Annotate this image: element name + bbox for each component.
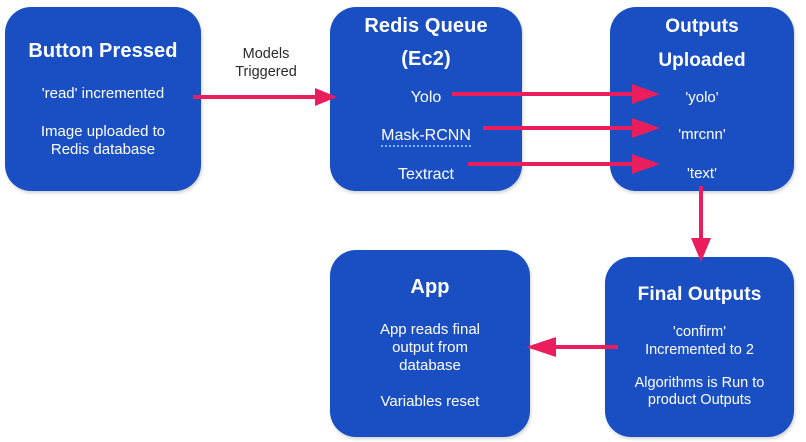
node-item-mrcnn-output: 'mrcnn' bbox=[678, 126, 726, 144]
node-item-yolo: Yolo bbox=[410, 88, 442, 106]
node-line-read-incremented: 'read' incremented bbox=[41, 84, 165, 102]
node-line-variables-reset: Variables reset bbox=[380, 393, 480, 410]
node-line-app-reads-final: App reads final bbox=[379, 321, 481, 338]
node-line-image-uploaded: Image uploaded to bbox=[40, 122, 166, 140]
node-line-output-from: output from bbox=[392, 339, 468, 356]
node-item-mask-rcnn: Mask-RCNN bbox=[381, 126, 471, 147]
edge-label-line-2: Triggered bbox=[235, 63, 297, 80]
node-line-redis-database: Redis database bbox=[50, 140, 156, 158]
node-final-outputs[interactable]: Final Outputs 'confirm' Incremented to 2… bbox=[605, 257, 794, 437]
node-line-confirm: 'confirm' bbox=[672, 324, 727, 341]
node-title-button-pressed: Button Pressed bbox=[28, 39, 178, 62]
node-title-app: App bbox=[410, 276, 450, 298]
node-subtitle-ec2: (Ec2) bbox=[401, 47, 451, 70]
node-line-database: database bbox=[399, 357, 461, 374]
node-item-mask-rcnn-text: Mask-RCNN bbox=[381, 126, 471, 147]
node-item-text-output: 'text' bbox=[687, 165, 717, 183]
node-title-uploaded: Uploaded bbox=[658, 49, 746, 71]
node-button-pressed[interactable]: Button Pressed 'read' incremented Image … bbox=[5, 7, 201, 191]
node-line-algorithms-is-run: Algorithms is Run to bbox=[634, 374, 765, 391]
arrow-textract-to-output bbox=[468, 154, 660, 174]
arrow-final-outputs-to-app bbox=[526, 337, 618, 357]
arrow-button-pressed-to-redis-queue bbox=[193, 88, 337, 106]
arrow-outputs-uploaded-to-final-outputs bbox=[691, 186, 711, 262]
edge-label-line-1: Models bbox=[242, 46, 290, 62]
node-title-outputs: Outputs bbox=[665, 15, 739, 37]
node-app[interactable]: App App reads final output from database… bbox=[330, 250, 530, 437]
node-line-incremented-to-2: Incremented to 2 bbox=[645, 341, 754, 358]
node-item-yolo-output: 'yolo' bbox=[685, 89, 719, 107]
arrow-yolo-to-output bbox=[452, 84, 660, 104]
arrow-mask-rcnn-to-output bbox=[483, 118, 660, 138]
node-line-product-outputs: product Outputs bbox=[647, 392, 752, 409]
node-title-redis-queue: Redis Queue bbox=[364, 14, 488, 37]
edge-label-models-triggered: Models Triggered bbox=[218, 46, 314, 81]
node-title-final-outputs: Final Outputs bbox=[637, 284, 762, 306]
node-redis-queue[interactable]: Redis Queue (Ec2) Yolo Mask-RCNN Textrac… bbox=[330, 7, 522, 191]
node-item-textract: Textract bbox=[397, 165, 454, 183]
